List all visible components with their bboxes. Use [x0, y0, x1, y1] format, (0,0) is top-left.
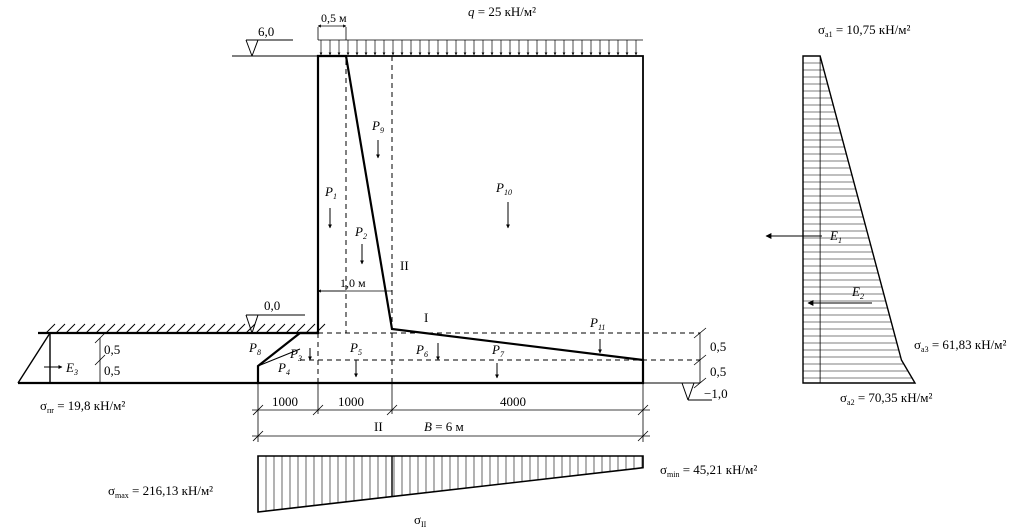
- svg-text:P10: P10: [495, 180, 512, 197]
- sigma-a2-label: σa2 = 70,35 кН/м²: [840, 390, 932, 407]
- hatch-line: [245, 323, 256, 334]
- dim-stem-label: 1000: [338, 394, 364, 409]
- soil-layer-dims: [94, 332, 106, 383]
- sigma-max-label: σmax = 216,13 кН/м²: [108, 483, 213, 500]
- hatch-line: [75, 323, 86, 334]
- force-p9: P9: [371, 118, 384, 159]
- svg-text:P4: P4: [277, 360, 290, 377]
- backfill-outline: [346, 55, 644, 360]
- force-e1: E1: [765, 228, 842, 245]
- elevation-top-label: 6,0: [258, 24, 274, 39]
- surcharge-load-arrows: [319, 40, 638, 56]
- hatch-line: [185, 323, 196, 334]
- hatch-line: [195, 323, 206, 334]
- section-II-bottom-label: II: [374, 419, 383, 434]
- sigma-min-label: σmin = 45,21 кН/м²: [660, 462, 757, 479]
- hatch-line: [275, 323, 286, 334]
- force-p10: P10: [495, 180, 512, 229]
- sigma-a1-label: σa1 = 10,75 кН/м²: [818, 22, 910, 39]
- svg-text:P9: P9: [371, 118, 384, 135]
- hatch-line: [135, 323, 146, 334]
- svg-text:P5: P5: [349, 340, 362, 357]
- svg-text:P3: P3: [289, 346, 302, 363]
- soil-layer-bottom-label: 0,5: [104, 363, 120, 378]
- svg-text:P11: P11: [589, 315, 605, 332]
- surcharge-load-label: q = 25 кН/м²: [468, 4, 536, 19]
- svg-text:P7: P7: [491, 342, 505, 359]
- hatch-line: [285, 323, 296, 334]
- force-p3: P3: [289, 346, 312, 363]
- force-p1: P1: [324, 184, 337, 229]
- passive-soil-prism: [17, 332, 258, 385]
- force-p7: P7: [491, 342, 505, 379]
- hatch-line: [235, 323, 246, 334]
- force-e2: E2: [807, 284, 872, 306]
- base-pressure-outline: [257, 455, 644, 513]
- svg-text:P8: P8: [248, 340, 261, 357]
- hatch-line: [45, 323, 56, 334]
- hatch-line: [95, 323, 106, 334]
- svg-text:P1: P1: [324, 184, 337, 201]
- hatch-line: [145, 323, 156, 334]
- force-p4: P4: [277, 360, 290, 377]
- hatch-line: [125, 323, 136, 334]
- hatch-line: [315, 323, 326, 334]
- force-p11: P11: [589, 315, 605, 354]
- hatch-line: [255, 323, 266, 334]
- elevation-top-mark: [232, 39, 318, 57]
- base-pressure-diagram: [257, 455, 644, 513]
- hatch-line: [175, 323, 186, 334]
- force-p6: P6: [415, 342, 440, 361]
- dim-toe-label: 1000: [272, 394, 298, 409]
- base-layer-top-label: 0,5: [710, 339, 726, 354]
- base-layer-bottom-label: 0,5: [710, 364, 726, 379]
- wall-top-width-label: 0,5 м: [321, 11, 347, 25]
- force-p8: P8: [248, 340, 261, 357]
- soil-layer-top-label: 0,5: [104, 342, 120, 357]
- hatch-line: [65, 323, 76, 334]
- sigma-II-label: σII: [414, 512, 427, 529]
- hatch-line: [205, 323, 216, 334]
- hatch-line: [55, 323, 66, 334]
- sigma-pr-label: σпr = 19,8 кН/м²: [40, 398, 125, 415]
- svg-text:P6: P6: [415, 342, 428, 359]
- hatch-line: [115, 323, 126, 334]
- hatch-line: [225, 323, 236, 334]
- hatch-line: [295, 323, 306, 334]
- hatch-line: [105, 323, 116, 334]
- section-II-top-label: II: [400, 258, 409, 273]
- active-pressure-diagram: [802, 55, 917, 384]
- hatch-line: [265, 323, 276, 334]
- svg-text:P2: P2: [354, 224, 367, 241]
- elevation-ground-label: 0,0: [264, 298, 280, 313]
- dim-heel-label: 4000: [500, 394, 526, 409]
- internal-division-lines: [300, 56, 700, 383]
- elevation-base-label: −1,0: [704, 386, 728, 401]
- wall-top-width-dim: [317, 24, 347, 40]
- section-I-label: I: [424, 310, 428, 325]
- toe-slope-line: [257, 348, 301, 367]
- force-e3-label: E3: [65, 360, 78, 377]
- hatch-line: [155, 323, 166, 334]
- wall-heel-width-label: 1,0 м: [340, 276, 366, 290]
- hatch-line: [215, 323, 226, 334]
- force-p5: P5: [349, 340, 362, 378]
- svg-text:E2: E2: [851, 284, 864, 301]
- dim-width-label: B = 6 м: [424, 419, 464, 434]
- base-layer-dims: [693, 327, 707, 389]
- svg-text:E1: E1: [829, 228, 842, 245]
- ground-hatching: [45, 323, 326, 334]
- bottom-dimension-lines: [252, 383, 650, 442]
- active-pressure-outline: [802, 55, 917, 384]
- hatch-line: [85, 323, 96, 334]
- sigma-a3-label: σa3 = 61,83 кН/м²: [914, 337, 1006, 354]
- force-p2: P2: [354, 224, 367, 265]
- hatch-line: [305, 323, 316, 334]
- hatch-line: [165, 323, 176, 334]
